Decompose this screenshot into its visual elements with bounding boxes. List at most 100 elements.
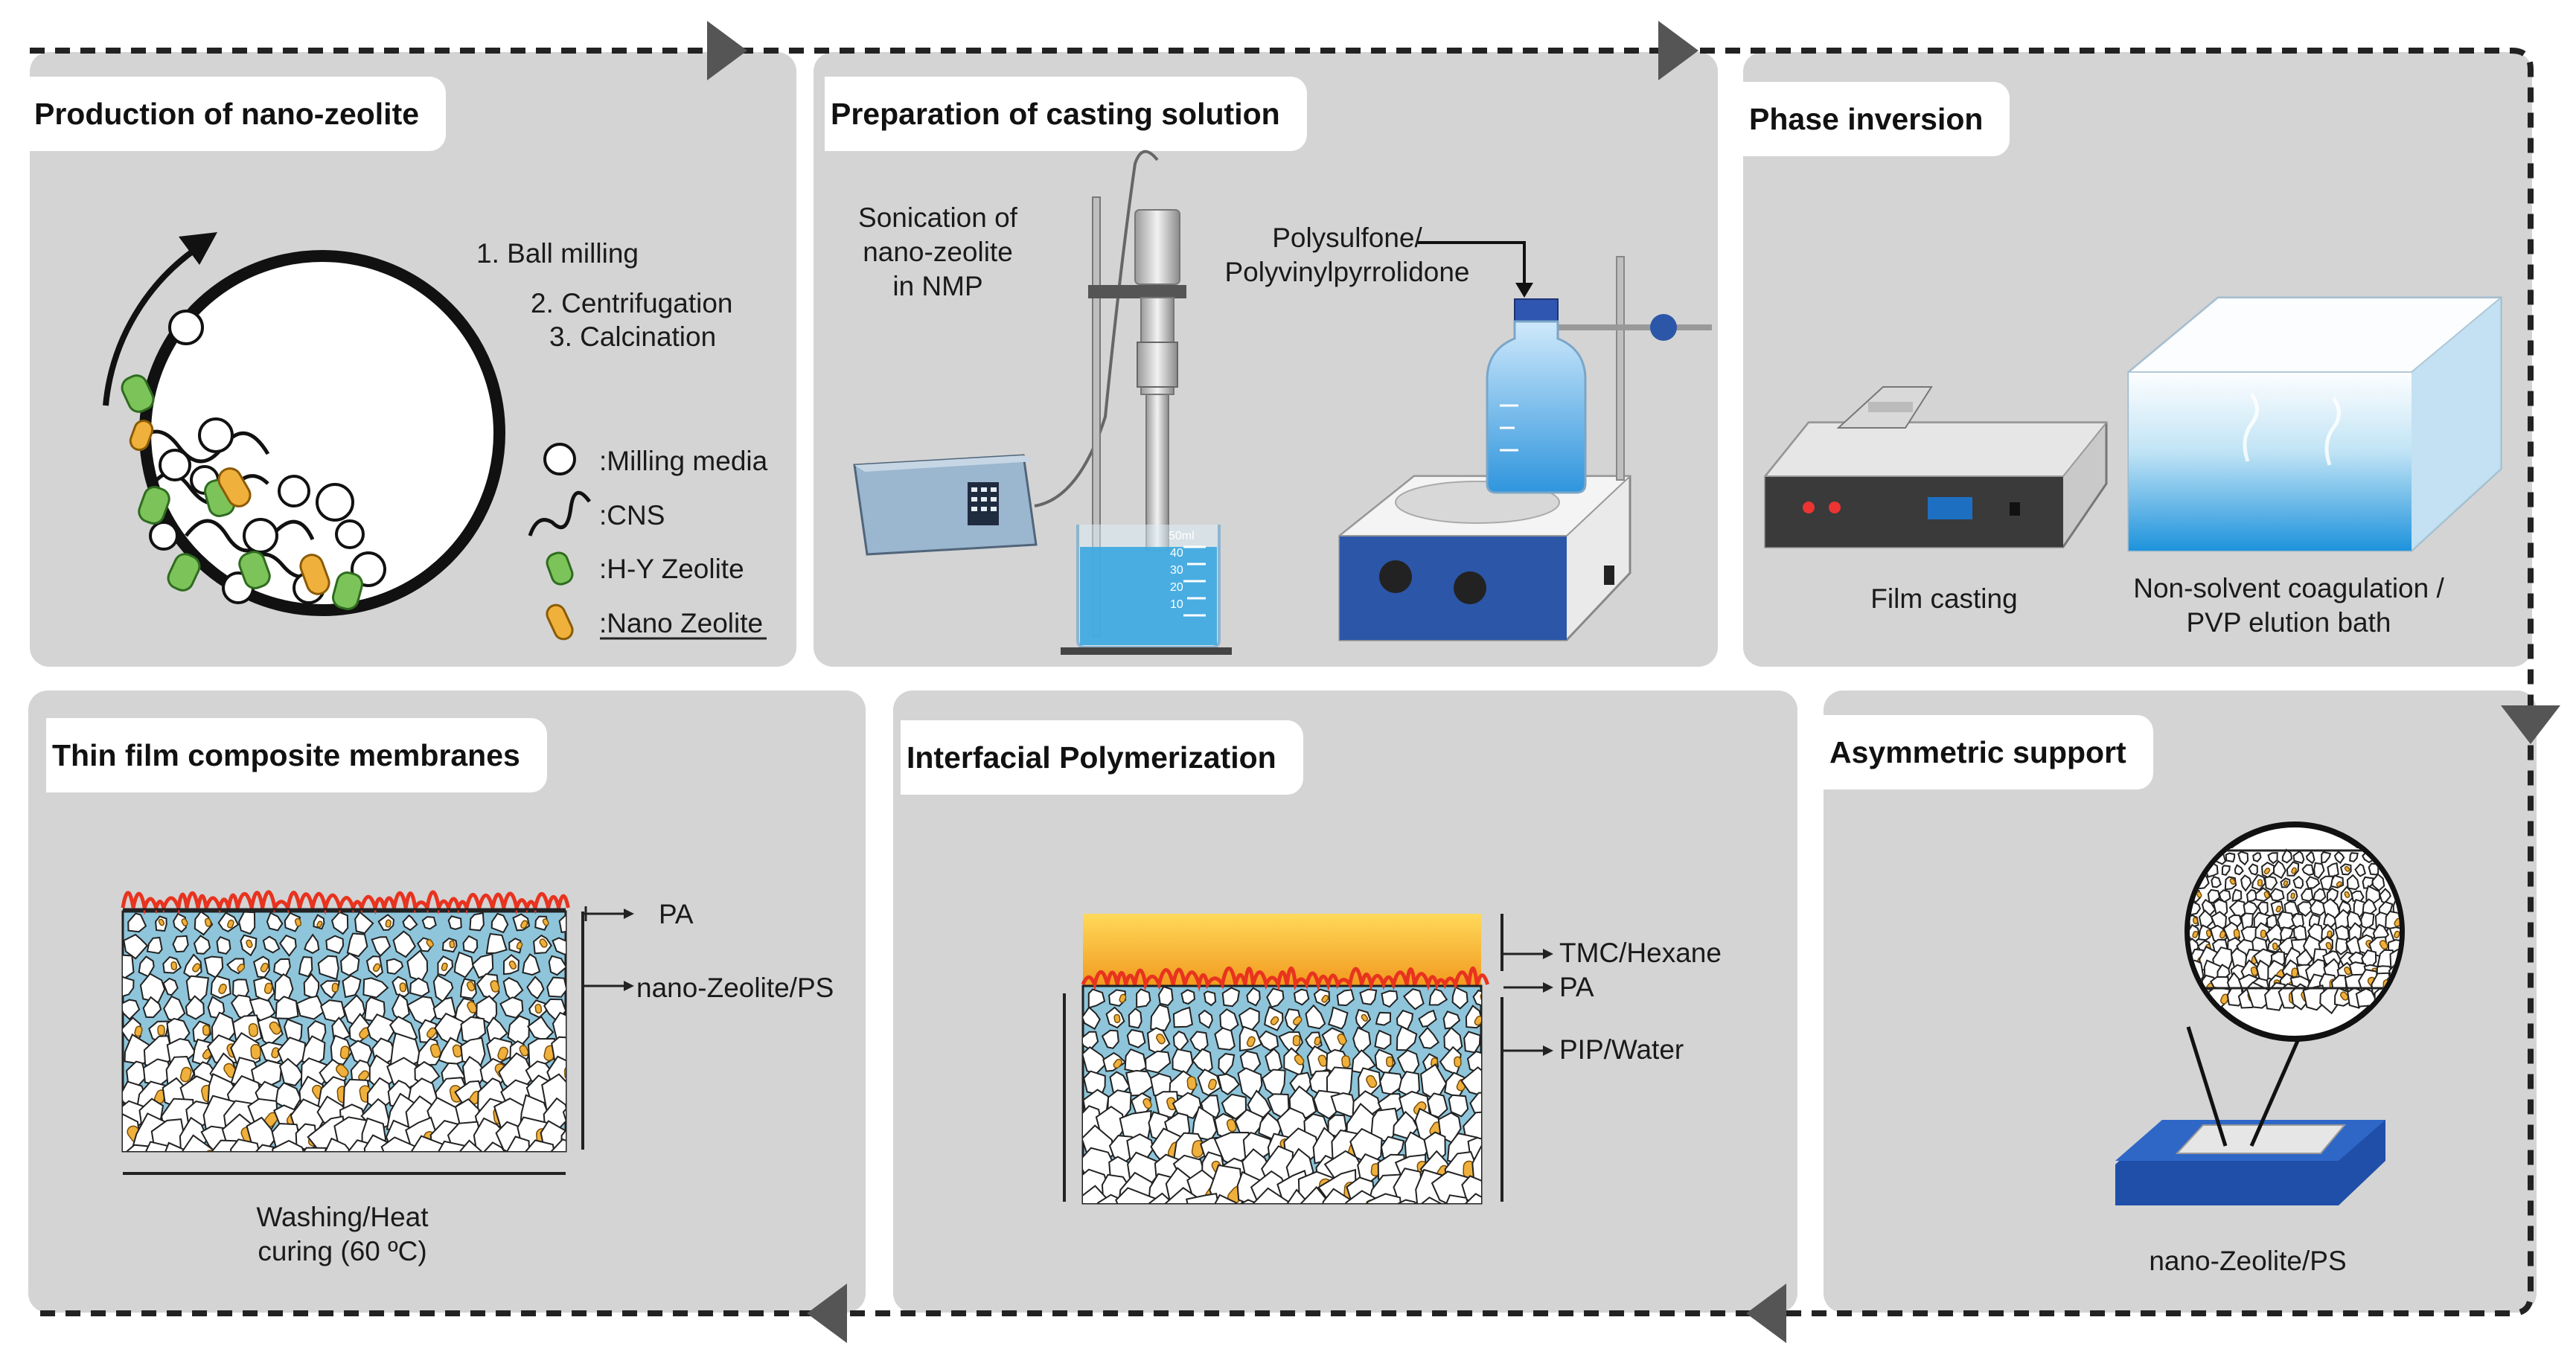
zoom-grain <box>2405 925 2417 943</box>
zoom-grain <box>2301 888 2314 902</box>
tfc-nano-zeolite <box>563 1066 566 1080</box>
tfc-grain <box>330 912 349 935</box>
label-bath: Non-solvent coagulation / PVP elution ba… <box>2106 571 2471 640</box>
zoom-grain <box>2403 878 2412 889</box>
label-ip-tmc: TMC/Hexane <box>1559 938 1722 968</box>
title-tfc: Thin film composite membranes <box>46 718 547 792</box>
zoom-grain <box>2319 875 2334 891</box>
tfc-nano-zeolite <box>497 1046 509 1060</box>
ip-grain <box>1428 988 1448 1006</box>
film-casting-machine <box>1763 386 2109 548</box>
tfc-grain <box>127 912 147 933</box>
zoom-nano-zeolite <box>2336 881 2342 888</box>
flow-arrows <box>707 21 2560 1343</box>
tfc-grain <box>325 1137 351 1151</box>
zoom-grain <box>2406 890 2417 903</box>
zoom-grain <box>2207 888 2221 904</box>
ip-nano-zeolite <box>1119 1204 1131 1221</box>
zoom-grain <box>2346 874 2360 891</box>
ip-grain <box>1403 988 1425 1010</box>
tfc-nano-zeolite <box>441 962 448 972</box>
ip-nano-zeolite <box>1119 993 1127 1003</box>
tfc-nano-zeolite <box>288 1152 311 1176</box>
pointer-arrow <box>1418 241 1526 286</box>
tfc-nano-zeolite <box>534 1003 543 1014</box>
beaker <box>1061 525 1232 655</box>
ip-nano-zeolite <box>1226 1118 1237 1133</box>
ip-grain <box>1150 1004 1172 1031</box>
tfc-grain <box>164 1141 190 1151</box>
tfc-nano-zeolite <box>467 1001 478 1013</box>
coagulation-bath <box>2126 296 2503 552</box>
legend-icons <box>528 443 767 641</box>
ip-grain <box>1451 986 1468 1010</box>
tfc-grain <box>558 914 566 934</box>
legend-cns: :CNS <box>599 500 665 531</box>
ip-nano-zeolite <box>1093 1204 1114 1227</box>
label-tfc-pa: PA <box>659 899 694 929</box>
ip-nano-zeolite <box>1480 993 1481 1002</box>
tfc-grain <box>173 912 187 933</box>
zoom-grain <box>2349 852 2359 862</box>
tfc-grain <box>476 973 500 1000</box>
zoom-grain <box>2409 863 2420 877</box>
ip-nano-zeolite <box>1474 1015 1481 1026</box>
hotplate-stirrer <box>1337 475 1632 641</box>
tfc-grain <box>346 932 368 958</box>
tfc-nano-zeolite <box>227 919 234 929</box>
tfc-nano-zeolite <box>331 982 339 993</box>
tfc-nano-zeolite <box>263 982 273 994</box>
label-film-casting: Film casting <box>1870 583 2018 614</box>
ip-grain <box>1366 1193 1402 1203</box>
tfc-grain <box>485 932 508 955</box>
ip-grain <box>1101 1029 1119 1049</box>
tfc-grain <box>572 958 587 973</box>
ip-grain <box>1172 1092 1202 1119</box>
ip-nano-zeolite <box>1156 1034 1166 1045</box>
rotation-arrow-icon <box>103 243 203 406</box>
ip-grain <box>1126 1028 1146 1048</box>
tfc-nano-zeolite <box>399 982 406 993</box>
tfc-grain <box>238 912 256 935</box>
ip-grain <box>1136 988 1151 1008</box>
title-production: Production of nano-zeolite <box>28 77 447 151</box>
ip-grain <box>1198 1009 1213 1029</box>
zoom-grain <box>2354 863 2366 877</box>
zoom-grain <box>2267 852 2278 865</box>
ip-grain <box>1375 1011 1392 1026</box>
tfc-nano-zeolite <box>516 941 523 949</box>
zoom-grain <box>2211 876 2222 888</box>
step-ball-milling: 1. Ball milling <box>476 238 639 269</box>
tfc-grain <box>354 912 374 935</box>
zoom-grain <box>2292 875 2304 889</box>
zoom-nano-zeolite <box>2394 930 2400 939</box>
title-asym: Asymmetric support <box>1824 715 2153 789</box>
label-polymer-line-2: Polyvinylpyrrolidone <box>1224 257 1470 287</box>
step-centrifugation: 2. Centrifugation <box>531 288 733 318</box>
tfc-grain <box>575 1022 598 1045</box>
zoom-grain <box>2323 912 2338 928</box>
zoom-grain <box>2321 851 2332 864</box>
zoom-nano-zeolite <box>2398 967 2400 976</box>
tfc-grain <box>139 973 166 1004</box>
tfc-grain <box>522 953 541 976</box>
ip-grain <box>1157 986 1174 1007</box>
zoom-grain <box>2281 848 2293 864</box>
arrow-right-2 <box>1658 21 1698 80</box>
tfc-grain <box>526 976 545 1000</box>
zoom-grain <box>2326 887 2339 902</box>
ip-grain <box>1172 1006 1194 1028</box>
title-casting: Preparation of casting solution <box>825 77 1307 151</box>
zoom-grain <box>2248 863 2258 876</box>
zoom-nano-zeolite <box>2391 853 2396 859</box>
ip-nano-zeolite <box>1292 1034 1301 1047</box>
tfc-grain <box>193 935 211 955</box>
ip-grain <box>1427 1092 1448 1118</box>
zoom-grain <box>2405 901 2419 915</box>
zoom-nano-zeolite <box>2260 929 2266 938</box>
ip-grain <box>1359 988 1378 1005</box>
ip-grain <box>1336 989 1355 1007</box>
title-phase-inversion: Phase inversion <box>1743 82 2010 156</box>
tfc-nano-zeolite <box>202 1025 211 1037</box>
zoom-grain <box>2234 864 2244 876</box>
